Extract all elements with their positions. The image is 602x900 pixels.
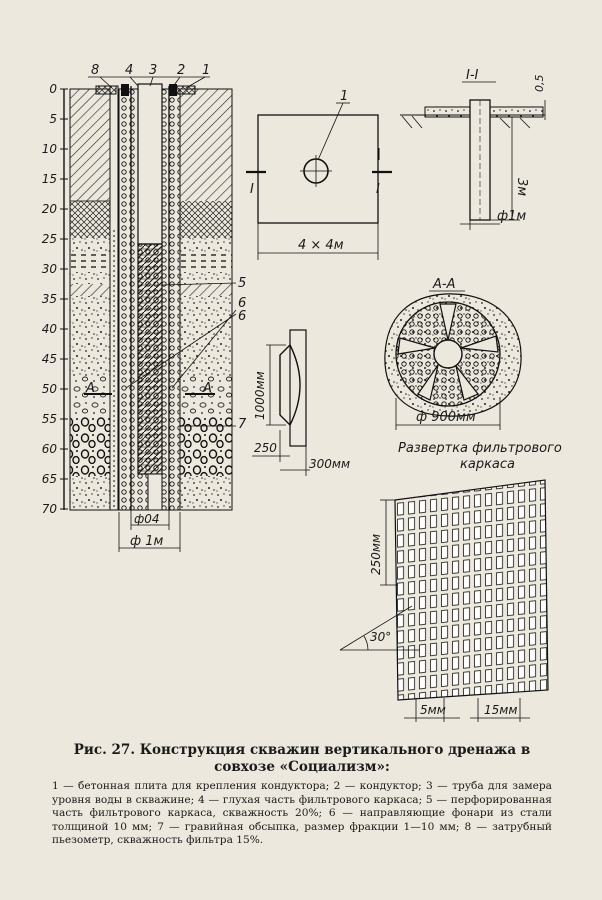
slab-plan: 1 I I 4 × 4м (246, 89, 392, 260)
section-a-a: А-А ф 900мм (384, 277, 522, 430)
soil-right (179, 88, 233, 511)
callout-7: 7 (238, 417, 247, 432)
section-i-left: I (250, 182, 254, 197)
callout-2: 2 (177, 63, 185, 78)
dim-depth-3m: 3м (514, 178, 529, 196)
dim-lantern-300: 300мм (309, 457, 350, 471)
concrete-slab-right (174, 85, 196, 95)
depth-tick-label: 0 (49, 82, 57, 96)
depth-tick-label: 50 (42, 382, 58, 396)
depth-tick-label: 55 (42, 412, 57, 426)
section-i-right: I (376, 182, 380, 197)
caption-legend: 1 — бетонная плита для крепления кондукт… (52, 780, 552, 846)
depth-tick-label: 30 (42, 262, 58, 276)
dim-phi1m-section: ф1м (497, 209, 526, 224)
caption-title: Рис. 27. Конструкция скважин вертикально… (73, 742, 531, 775)
depth-tick-label: 25 (42, 232, 57, 246)
section-i-i: I-I 3м ф1м 0,5 (400, 68, 546, 230)
callout-5: 5 (238, 276, 246, 291)
dim-lantern-250: 250 (254, 441, 277, 455)
dim-slab-width: 4 × 4м (298, 238, 344, 253)
unfold-title-2: каркаса (460, 457, 515, 472)
guide-lantern: 1000мм 250 300мм (252, 329, 350, 476)
depth-tick-label: 65 (42, 472, 57, 486)
callout-3: 3 (149, 63, 157, 78)
side-callouts: 5 6 6 7 (125, 276, 247, 432)
section-aa-label: А-А (432, 277, 455, 292)
dim-mesh-5mm: 5мм (420, 703, 446, 717)
dim-aa-diameter: ф 900мм (416, 410, 476, 425)
dim-mesh-height: 250мм (369, 534, 383, 575)
mesh-panel (394, 479, 549, 701)
dim-slab-thickness: 0,5 (533, 75, 546, 93)
top-callouts: 8 4 3 2 1 (88, 63, 210, 89)
callout-6b: 6 (238, 309, 246, 324)
section-label: I-I (466, 68, 479, 83)
blank-casing (137, 83, 163, 245)
dim-angle: 30° (370, 630, 391, 644)
section-a-right: A (202, 381, 212, 396)
depth-ticks: 0 5 10 15 20 25 30 35 40 45 50 55 60 65 70 (42, 82, 68, 516)
filter-development: Развертка фильтрового каркаса 250мм 30° … (339, 441, 562, 722)
slab-callout: 1 (340, 89, 348, 104)
depth-tick-label: 10 (42, 142, 58, 156)
unfold-title-1: Развертка фильтрового (398, 441, 562, 456)
dim-lantern-height: 1000мм (253, 371, 267, 420)
bottom-dims: ф04 ф 1м (118, 510, 181, 552)
slab-outline (257, 114, 379, 224)
depth-tick-label: 5 (49, 112, 57, 126)
depth-tick-label: 15 (42, 172, 57, 186)
section-a-left: A (85, 381, 95, 396)
perforated-casing (137, 243, 163, 475)
dim-mesh-15mm: 15мм (484, 703, 517, 717)
callout-1: 1 (202, 63, 210, 78)
concrete-slab-left (95, 85, 117, 95)
dim-phi1m: ф 1м (130, 534, 164, 549)
callout-8: 8 (91, 63, 99, 78)
dim-phi04: ф04 (134, 512, 160, 526)
callout-4: 4 (125, 63, 133, 78)
depth-tick-label: 60 (42, 442, 58, 456)
callout-6a: 6 (238, 296, 246, 311)
depth-tick-label: 20 (42, 202, 58, 216)
depth-tick-label: 70 (42, 502, 58, 516)
figure-caption: Рис. 27. Конструкция скважин вертикально… (52, 742, 552, 848)
depth-tick-label: 35 (42, 292, 57, 306)
depth-tick-label: 45 (42, 352, 57, 366)
depth-tick-label: 40 (42, 322, 58, 336)
